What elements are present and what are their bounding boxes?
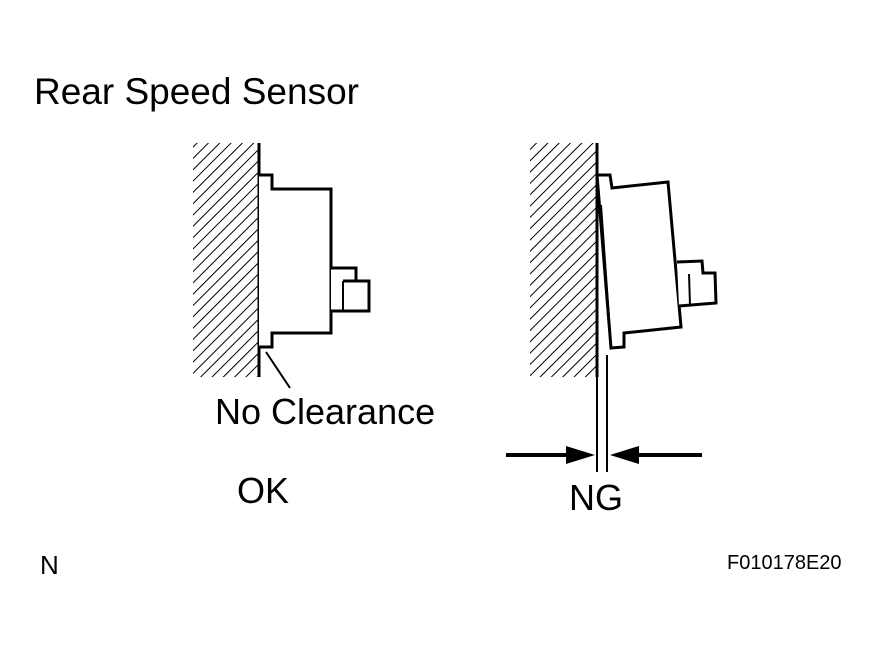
ok-sensor-connector <box>331 266 371 313</box>
no-clearance-leader <box>265 351 291 389</box>
ng-illustration <box>506 143 718 472</box>
ok-wall-hatch <box>193 143 259 377</box>
figure-id: F010178E20 <box>727 552 842 574</box>
ok-sensor-body <box>259 173 333 349</box>
gap-arrow-left-head <box>566 446 595 464</box>
ok-label: OK <box>237 470 290 511</box>
ng-sensor-tilt-edge <box>600 204 612 347</box>
ok-illustration <box>193 143 371 389</box>
ng-sensor-body <box>595 173 683 350</box>
diagram-title: Rear Speed Sensor <box>34 71 359 112</box>
no-clearance-label: No Clearance <box>215 391 436 432</box>
ng-sensor-connector <box>676 259 718 308</box>
ng-connector-inner <box>688 273 691 306</box>
ng-wall-hatch <box>530 143 597 377</box>
corner-marker: N <box>40 550 59 580</box>
ng-label: NG <box>569 477 623 518</box>
gap-arrow-right-head <box>610 446 639 464</box>
